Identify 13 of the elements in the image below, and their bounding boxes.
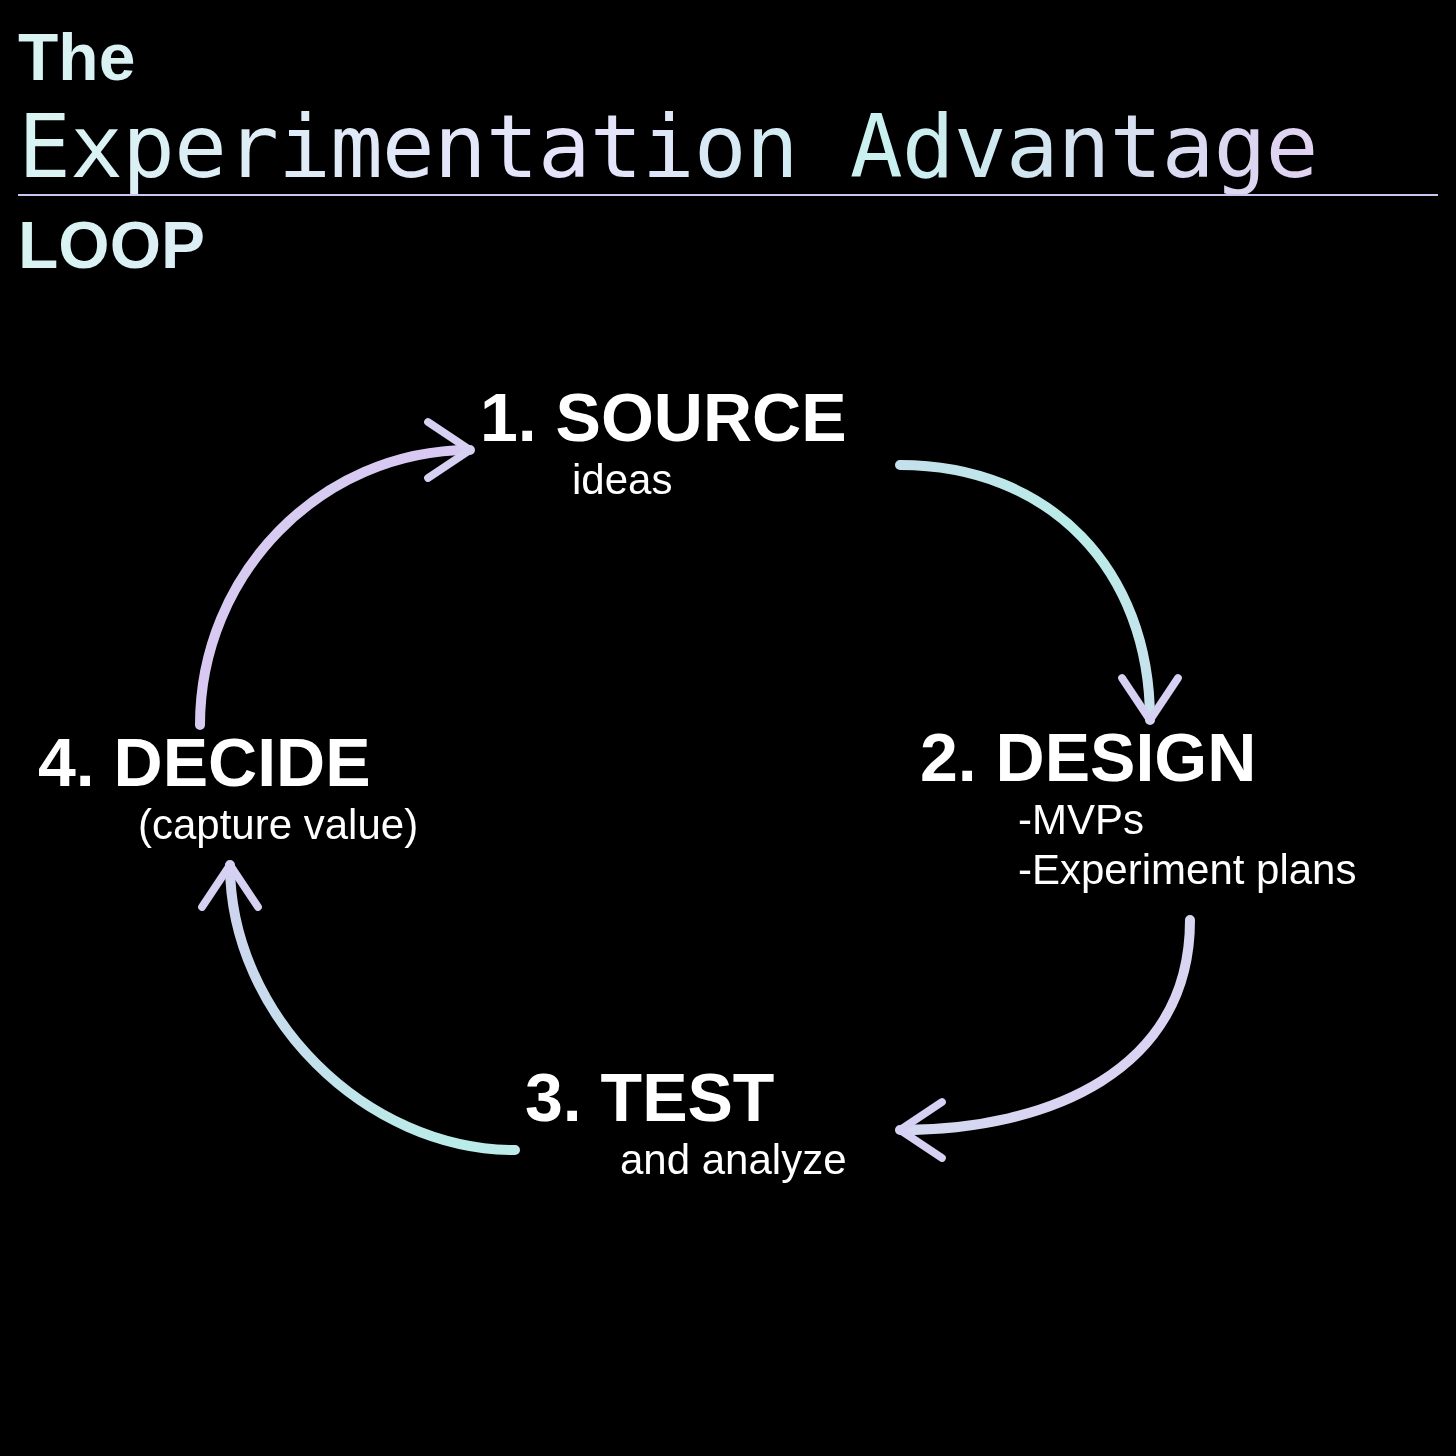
step-heading: 3. TEST [525,1060,776,1135]
step-heading: 2. DESIGN [920,720,1258,795]
step-description: -Experiment plans [1018,845,1358,896]
step-description: ideas [572,454,674,505]
curved-arrow [895,460,1180,725]
curved-arrow [895,915,1195,1161]
step-description: -MVPs [1018,794,1145,845]
curved-arrow [201,860,520,1155]
step-heading: 4. DECIDE [38,725,372,800]
step-description: (capture value) [138,799,420,850]
step-description: and analyze [620,1134,848,1185]
step-heading: 1. SOURCE [480,380,848,455]
curved-arrow [195,421,475,730]
